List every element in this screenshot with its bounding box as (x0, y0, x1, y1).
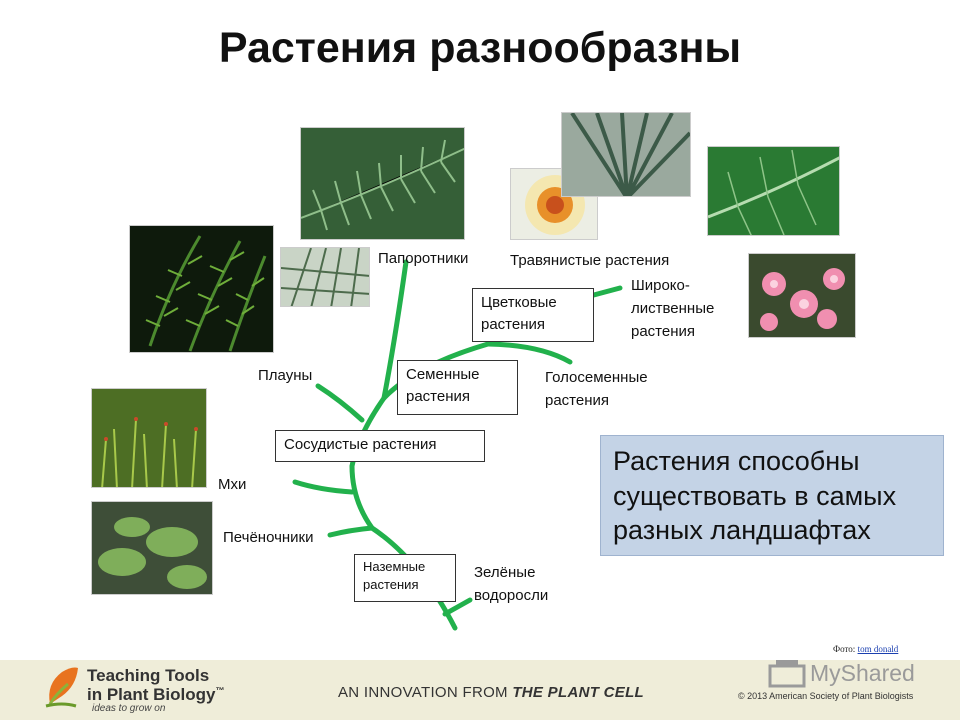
branch-ferns (381, 259, 409, 401)
label-green-algae-line1: Зелёные (474, 564, 536, 581)
box-seed-line1: Семенные (406, 366, 480, 383)
label-clubmosses: Плауны (258, 367, 313, 384)
callout-box: Растения способны существовать в самых р… (600, 435, 944, 556)
callout-line1: Растения способны (613, 446, 860, 476)
label-herbaceous: Травянистые растения (510, 252, 670, 269)
pink-flowers-image (749, 254, 855, 337)
liverwort-image (92, 502, 212, 594)
pink-flowers-photo (748, 253, 856, 338)
label-mosses: Мхи (218, 476, 247, 493)
box-vascular-plants: Сосудистые растения (275, 430, 485, 462)
branch-mosses (292, 479, 355, 495)
liverwort-photo (91, 501, 213, 595)
branch-broadleaf (587, 285, 623, 299)
callout-line2: существовать в самых (613, 480, 897, 511)
innovation-brand: THE PLANT CELL (512, 684, 645, 701)
photo-credit: Фото: tom donald (833, 644, 898, 654)
fern-frond-image (301, 128, 464, 239)
box-seed-plants: Семенные растения (397, 360, 518, 415)
label-ferns: Папоротники (378, 250, 469, 267)
watermark-text: MyShared (810, 660, 915, 686)
presentation-watermark-icon (768, 660, 806, 688)
logo-line1: Teaching Tools (87, 666, 210, 685)
box-vascular-label: Сосудистые растения (284, 436, 437, 453)
slide-title: Растения разнообразны (218, 24, 742, 72)
branch-clubmosses (315, 383, 365, 423)
fern-frond-photo (300, 127, 465, 240)
fern-closeup-image (281, 248, 369, 306)
branch-liverworts (327, 525, 375, 538)
leaf-logo-icon (45, 667, 78, 708)
label-green-algae-line2: водоросли (474, 587, 549, 604)
label-broadleaf-line3: растения (631, 323, 696, 340)
clubmoss-image (145, 235, 267, 352)
logo-line2: in Plant Biology™ (87, 685, 224, 705)
broad-leaf-photo (707, 146, 840, 236)
label-broadleaf-line1: Широко- (631, 277, 690, 294)
callout-line3: разных ландшафтах (613, 515, 871, 546)
label-gymnosperms-line2: растения (545, 392, 610, 409)
palm-leaves-photo (561, 112, 691, 197)
logo-trademark: ™ (215, 685, 225, 696)
fern-closeup-photo (280, 247, 370, 307)
branch-gymnosperms (485, 341, 573, 365)
logo-tagline: ideas to grow on (92, 703, 166, 714)
moss-photo (91, 388, 207, 488)
label-gymnosperms-line1: Голосеменные (545, 369, 648, 386)
clubmoss-photo (129, 225, 274, 353)
box-land-line1: Наземные (363, 559, 426, 574)
box-land-line2: растения (363, 577, 419, 593)
innovation-text: AN INNOVATION FROM THE PLANT CELL (338, 684, 644, 701)
broad-leaf-image (708, 147, 839, 235)
box-flowering-line1: Цветковые (481, 294, 557, 311)
label-liverworts: Печёночники (223, 529, 314, 546)
photo-credit-prefix: Фото: (833, 644, 856, 654)
photo-credit-link[interactable]: tom donald (857, 644, 899, 654)
innovation-prefix: AN INNOVATION FROM (338, 684, 508, 701)
box-flowering-line2: растения (481, 315, 546, 333)
footer-bar (0, 660, 960, 720)
logo-line2-text: in Plant Biology (87, 685, 216, 704)
label-broadleaf-line2: лиственные (631, 300, 715, 317)
box-seed-line2: растения (406, 387, 471, 405)
box-land-plants: Наземные растения (354, 554, 456, 602)
box-flowering-plants: Цветковые растения (472, 288, 594, 342)
moss-image (92, 389, 206, 487)
branch-green-algae (442, 597, 473, 617)
copyright-text: © 2013 American Society of Plant Biologi… (738, 691, 914, 701)
palm-leaves-image (562, 113, 690, 196)
